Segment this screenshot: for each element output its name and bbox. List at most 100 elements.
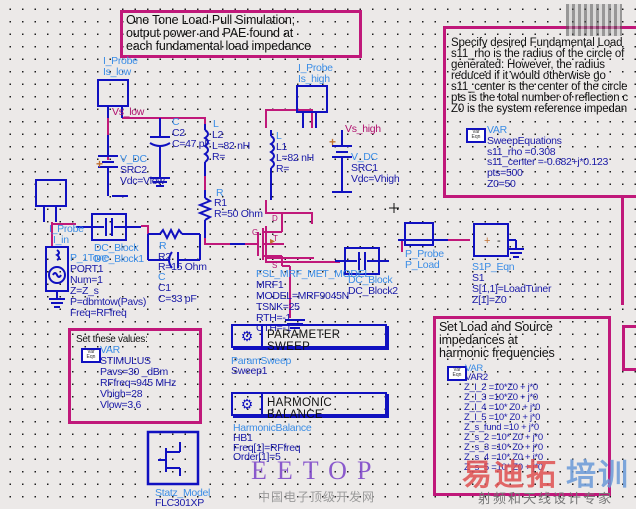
dc-block2-name: DC_Block2 [348,285,398,297]
dc-block1-name: DC_Block1 [94,253,144,265]
svg-text:+: + [329,135,336,149]
watermark-brand-subtitle: 射频和天线设计专家 [478,491,614,506]
stimulus-type: VAR [100,344,120,356]
iprobe-in-symbol [35,179,67,207]
var2-name: VAR2 [465,372,488,383]
stimulus-note-text: Set these values: [76,334,148,345]
src2-value: Vdc=Vlow [120,175,165,187]
hb-type: HarmonicBalance [233,422,312,434]
hb-order: Order[1]=5 [233,451,281,463]
parameter-sweep-block[interactable]: ⚙ PARAMETER SWEEP [231,324,387,353]
node-vs-low: Vs_low [112,106,145,118]
port1-p: P=dbmtow(Pavs) [70,296,147,308]
note-sweep-continuation [621,195,624,305]
watermark-eetop-subtitle: 中国电子顶级开发网 [258,490,376,504]
var2-zs3: Z_s_3 =10* Z0 + j*0 [464,442,543,453]
sweep-eq-type: VAR [487,124,507,136]
note-stimulus[interactable] [68,328,202,424]
port1-name: PORT1 [70,263,104,275]
note-sweep-line-2: s11_rho is the radius of the circle of [451,48,625,60]
mrf1-pin-g: G [252,228,258,237]
iprobe-low-type: I_Probe [103,55,138,67]
l2-name: L2 [212,129,224,141]
c2-name: C2 [172,127,185,139]
var2-zs4: Z_s_4 =10* Z0 + j*0 [464,452,543,463]
note-partial-right [622,325,636,371]
watermark-brand-a: 易迪拓 [462,459,558,492]
pprobe-type: P_Probe [405,248,444,260]
note-harmonic-line-3: harmonic frequencies [439,346,555,360]
cursor-crosshair [389,203,399,213]
node-vs-high: Vs_high [345,123,381,135]
r1-name: R1 [214,197,227,209]
mrf1-type: FSL_MRF_MET_MODEL [256,268,370,280]
svg-text:+: + [484,235,490,247]
watermark-eetop: EETOP [251,456,382,485]
port1-num: Num=1 [70,274,103,286]
note-title-line-1: One Tone Load Pull Simulation; [126,13,295,27]
mrf1-pin-s: S [272,261,278,270]
iprobe-in-name: I_in [53,234,69,246]
param-sweep-label: PARAMETER SWEEP [267,329,341,353]
port1-symbol [45,246,69,292]
param-sweep-type: ParamSweep [231,355,292,367]
watermark-brand-b: 培训 [566,459,630,492]
src2-name: SRC2 [120,164,147,176]
c2-type: C [172,116,180,128]
c2-value: C=47 pF [172,138,211,150]
l1-value: L=82 nH [276,152,314,164]
src2-type: V_DC [120,153,147,165]
statz-model-symbol [146,430,200,486]
mrf1-tsnk: TSNK=25 [256,301,300,313]
sweep-eq-name: SweepEquations [487,135,562,147]
sweep-eq-pts: pts=500 [487,167,523,179]
s1p-type: S1P_Eqn [472,261,515,273]
hb-freq: Freq[1]=RFfreq [233,442,301,454]
harmonic-balance-label: HARMONIC BALANCE [267,397,333,421]
param-sweep-icon: ⚙ [233,326,263,346]
r1-value: R=50 Ohm [214,208,263,220]
note-sweep-line-7: Z0 is the system reference impedan [451,103,628,115]
statz-name: FLC301XP [155,497,204,509]
svg-text:-: - [497,235,501,247]
l1-type: L [276,130,282,142]
src1-type: V_DC [351,151,378,163]
stimulus-vlow: Vlow=3.6 [100,399,142,411]
sweep-eq-rho: s11_rho =0.308 [487,146,556,158]
r2-value: R=15 Ohm [158,261,207,273]
c1-value: C=33 pF [158,293,197,305]
r2-type: R [159,240,167,252]
port1-z: Z=Z_s [70,285,99,297]
svg-text:+: + [96,157,103,171]
harmonic-balance-block[interactable]: ⚙ HARMONIC BALANCE [231,392,387,421]
port1-freq: Freq=RFfreq [70,307,127,319]
svg-text:▸: ▸ [270,236,275,247]
note-sweep[interactable] [443,26,636,198]
dc-block2-type: DC_Block [348,274,393,286]
note-title[interactable] [120,10,362,58]
harmonic-balance-icon: ⚙ [233,394,263,414]
mrf1-name: MRF1 [256,279,284,291]
r2-name: R2 [158,251,171,263]
iprobe-in-type: I_Probe [49,223,84,235]
note-sweep-line-3: generated: However, the radius [451,59,605,71]
src1-name: SRC1 [351,162,378,174]
note-harmonic[interactable] [433,316,611,496]
note-harmonic-line-1: Set Load and Source [439,320,553,334]
mrf1-pin-t: T [273,234,278,243]
mrf1-cth: CTH=-1 [256,322,292,334]
l1-r: R= [276,163,290,175]
port1-type: P_1Tone [70,252,110,264]
mrf1-model: MODEL=MRF9045N [256,290,349,302]
pprobe-name: P_Load [405,259,440,271]
var2-zl2: Z_l_2 =10*Z0 + j*0 [464,382,538,393]
statz-type: Statz_Model [155,487,211,499]
note-title-line-3: each fundamental load impedance [126,39,311,53]
note-sweep-line-1: Specify desired Fundamental Load [451,37,623,49]
note-sweep-line-4: reduced if it would otherwise go [451,70,606,82]
sweep-eq-center: s11_center =-0.682+j*0.123 [487,156,609,168]
